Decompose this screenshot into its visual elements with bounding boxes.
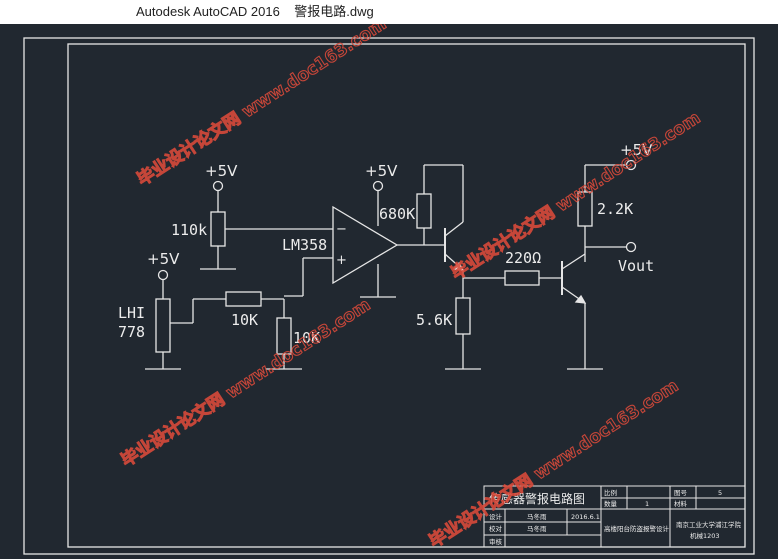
title-scale-label: 比例 (604, 488, 617, 497)
label-r-5k6: 5.6K (416, 311, 452, 329)
label-opamp: LM358 (282, 236, 327, 254)
label-r-pot: 110k (171, 221, 207, 239)
title-block (483, 485, 746, 548)
title-drawing-no-label: 图号 (674, 489, 688, 497)
label-vcc-opamp: +5V (365, 162, 398, 180)
outer-frame (23, 37, 755, 555)
resistor-680k[interactable] (416, 193, 432, 229)
label-opamp-plus: + (336, 253, 347, 268)
drawing-canvas[interactable]: +5V +5V +5V +5V 110k LM358 − + 680K 2.2K… (0, 24, 778, 559)
title-drawing-name: 传感器警报电路图 (489, 491, 585, 506)
label-vcc-right: +5V (620, 141, 653, 159)
title-drawing-no-value: 5 (718, 489, 722, 497)
title-school-1: 南京工业大学浦江学院 (676, 520, 742, 529)
label-ldr-2: 778 (118, 323, 145, 341)
vcc-terminal-right[interactable] (625, 159, 637, 171)
label-r-2k2: 2.2K (597, 200, 633, 218)
title-qty-label: 数量 (604, 499, 618, 508)
window-titlebar: Autodesk AutoCAD 2016 警报电路.dwg (0, 0, 778, 24)
opamp-lm358[interactable] (332, 205, 399, 285)
resistor-10k-horizontal[interactable] (225, 291, 262, 307)
label-r-680k: 680K (379, 205, 415, 223)
label-vout: Vout (618, 257, 654, 275)
label-r-10k-h: 10K (231, 311, 258, 329)
title-row3-left: 审核 (489, 537, 503, 546)
label-r-10k-v: 10K (293, 329, 320, 347)
resistor-5k6[interactable] (455, 297, 471, 335)
watermark-2: 毕业设计论文网 www.doc163.com (447, 107, 704, 284)
resistor-pot-110k[interactable] (210, 211, 226, 247)
title-school-2: 机械1203 (690, 531, 720, 540)
label-vcc-ldr: +5V (147, 250, 180, 268)
title-material-label: 材料 (674, 499, 688, 508)
vcc-terminal-ldr[interactable] (157, 269, 169, 281)
ldr-sensor[interactable] (155, 298, 171, 353)
title-row2-left: 校对 (489, 524, 503, 533)
title-row2-name: 马冬雨 (527, 524, 547, 533)
watermark-1: 毕业设计论文网 www.doc163.com (133, 24, 390, 190)
label-opamp-minus: − (336, 222, 347, 237)
cad-drawing: +5V +5V +5V +5V 110k LM358 − + 680K 2.2K… (23, 24, 755, 555)
title-row1-left: 设计 (489, 512, 503, 521)
resistor-220[interactable] (504, 270, 540, 286)
vout-terminal[interactable] (625, 241, 637, 253)
title-qty-value: 1 (645, 500, 649, 508)
inner-frame (67, 43, 746, 548)
label-vcc-pot: +5V (205, 162, 238, 180)
title-row1-name: 马冬雨 (527, 512, 547, 521)
label-ldr-1: LHI (118, 304, 145, 322)
window-title: Autodesk AutoCAD 2016 警报电路.dwg (136, 4, 374, 19)
label-r-220: 220Ω (505, 249, 541, 267)
title-project: 高楼阳台防盗报警设计 (604, 524, 670, 533)
vcc-terminal-opamp[interactable] (372, 180, 384, 192)
title-row1-date: 2016.6.1 (571, 513, 600, 521)
vcc-terminal-pot[interactable] (212, 180, 224, 192)
